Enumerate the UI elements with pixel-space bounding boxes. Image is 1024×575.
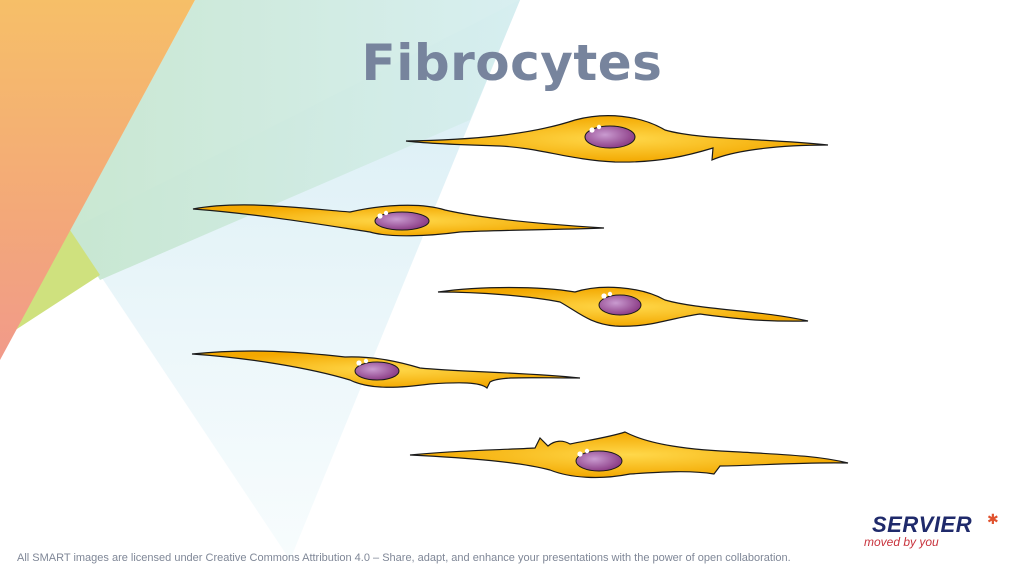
- fibrocyte-cell-4: [191, 350, 581, 389]
- bg-green-band: [70, 0, 520, 280]
- logo-name: SERVIER: [872, 512, 973, 537]
- fibrocyte-cell-5: [409, 431, 849, 479]
- servier-logo: SERVIER ✱ moved by you: [862, 510, 1007, 550]
- license-notice: All SMART images are licensed under Crea…: [17, 552, 791, 564]
- page-title: Fibrocytes: [361, 34, 663, 92]
- logo-tagline: moved by you: [864, 535, 939, 549]
- fibrocyte-cell-1: [405, 115, 829, 163]
- fibrocyte-cell-2: [192, 204, 605, 237]
- bg-orange-triangle: [0, 0, 195, 360]
- fibrocyte-cell-3: [437, 286, 809, 327]
- asterisk-star-icon: ✱: [987, 512, 999, 528]
